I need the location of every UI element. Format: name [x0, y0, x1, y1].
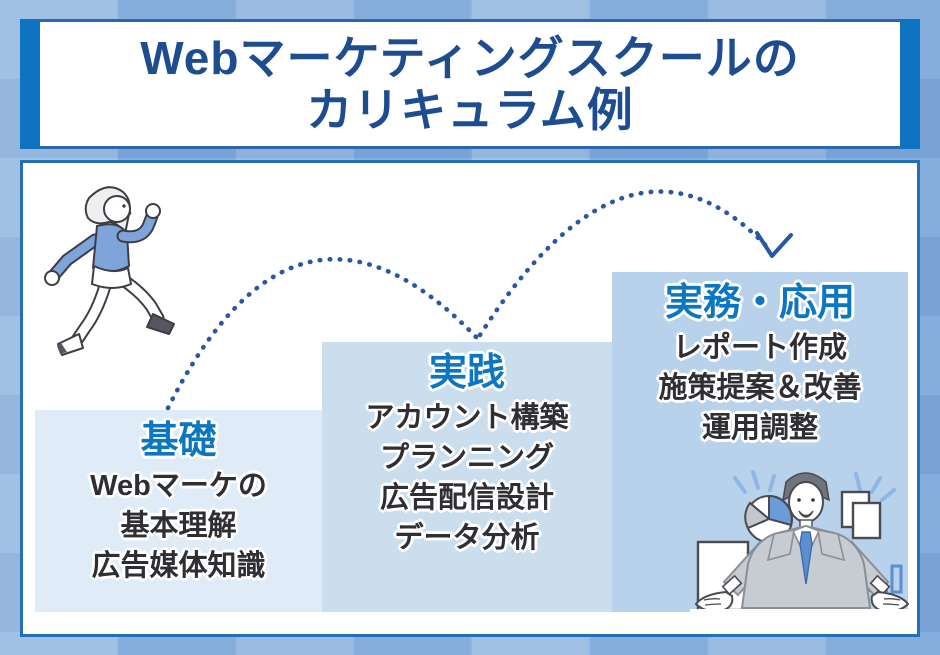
step-practice-item: データ分析 — [394, 521, 540, 554]
step-practice-item: アカウント構築 — [365, 401, 569, 434]
step-applied-heading: 実務・応用 — [664, 282, 855, 324]
step-practice-heading: 実践 — [428, 352, 505, 394]
running-woman-illustration — [44, 186, 175, 356]
papers-icon — [840, 490, 882, 540]
page-title-line2: カリキュラム例 — [306, 84, 634, 136]
page-title: Webマーケティングスクールの カリキュラム例 — [140, 32, 800, 137]
desk — [690, 609, 915, 634]
arrowhead-icon — [755, 231, 793, 258]
businessman-presenting-illustration — [690, 470, 915, 634]
page-title-line1: Webマーケティングスクールの — [140, 31, 800, 84]
curve-arrow-2 — [477, 189, 773, 338]
step-applied-item: 運用調整 — [701, 411, 818, 444]
step-basic-item: Webマーケの — [90, 469, 267, 502]
dotted-arc-arrows — [165, 189, 793, 411]
step-practice: 実践 アカウント構築 プランニング 広告配信設計 データ分析 — [322, 342, 612, 612]
title-right-bar — [900, 19, 920, 149]
step-basic-item: 広告媒体知識 — [91, 549, 266, 582]
step-basic-heading: 基礎 — [140, 420, 217, 462]
title-banner: Webマーケティングスクールの カリキュラム例 — [20, 19, 920, 149]
businessman-figure — [690, 472, 915, 634]
step-practice-item: プランニング — [379, 441, 554, 474]
step-basic-item: 基本理解 — [120, 509, 237, 542]
content-panel-inner: 基礎 Webマーケの 基本理解 広告媒体知識 実践 アカウント構築 プランニング… — [23, 163, 917, 634]
step-practice-item: 広告配信設計 — [379, 481, 554, 514]
sparkle-icon — [733, 470, 896, 502]
title-left-bar — [20, 19, 40, 149]
content-panel: 基礎 Webマーケの 基本理解 広告媒体知識 実践 アカウント構築 プランニング… — [20, 160, 920, 637]
step-applied-item: 施策提案＆改善 — [658, 371, 862, 404]
curve-arrow-1 — [165, 257, 480, 411]
step-basic: 基礎 Webマーケの 基本理解 広告媒体知識 — [35, 410, 322, 612]
step-applied-item: レポート作成 — [672, 331, 847, 364]
